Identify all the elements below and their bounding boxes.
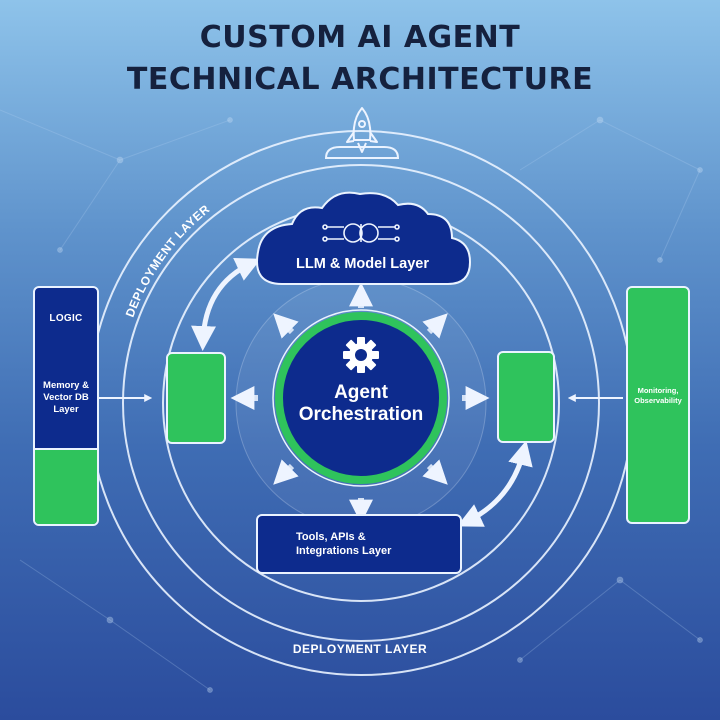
arrow-llm-memory — [191, 258, 262, 351]
rocket-icon — [346, 107, 378, 153]
network-background — [0, 109, 703, 693]
brain-circuit-icon — [322, 223, 400, 243]
llm-layer-label: LLM & Model Layer — [296, 256, 429, 272]
memory-panel: LOGIC Memory & Vector DB Layer — [33, 286, 99, 526]
title-line-1: CUSTOM AI AGENT — [199, 20, 521, 55]
interface-node — [497, 351, 555, 443]
arrow-interface-tools — [456, 440, 533, 527]
core-label-line-2: Orchestration — [298, 404, 424, 425]
core-label: Agent Orchestration — [281, 382, 441, 426]
monitoring-panel: Monitoring, Observability — [626, 286, 690, 524]
title-line-2: TECHNICAL ARCHITECTURE — [126, 62, 594, 97]
middle-ring — [122, 164, 600, 642]
memory-panel-footer — [35, 448, 97, 524]
deployment-label-top: DEPLOYMENT LAYER — [123, 202, 213, 319]
radial-arrows — [230, 282, 490, 524]
monitoring-label: Monitoring, Observability — [634, 386, 682, 405]
gear-icon — [343, 337, 379, 373]
tools-layer-label: Tools, APIs & Integrations Layer — [296, 531, 392, 557]
llm-cloud — [256, 191, 472, 285]
memory-node — [166, 352, 226, 444]
logic-label: LOGIC — [49, 313, 83, 324]
tools-layer-box: Tools, APIs & Integrations Layer — [256, 514, 462, 574]
core-label-line-1: Agent — [334, 382, 388, 403]
core-circle — [275, 312, 447, 484]
memory-vector-db-label: Memory & Vector DB Layer — [43, 380, 89, 415]
deployment-label-bottom: DEPLOYMENT LAYER — [292, 642, 428, 656]
rocket-badge — [324, 107, 400, 159]
